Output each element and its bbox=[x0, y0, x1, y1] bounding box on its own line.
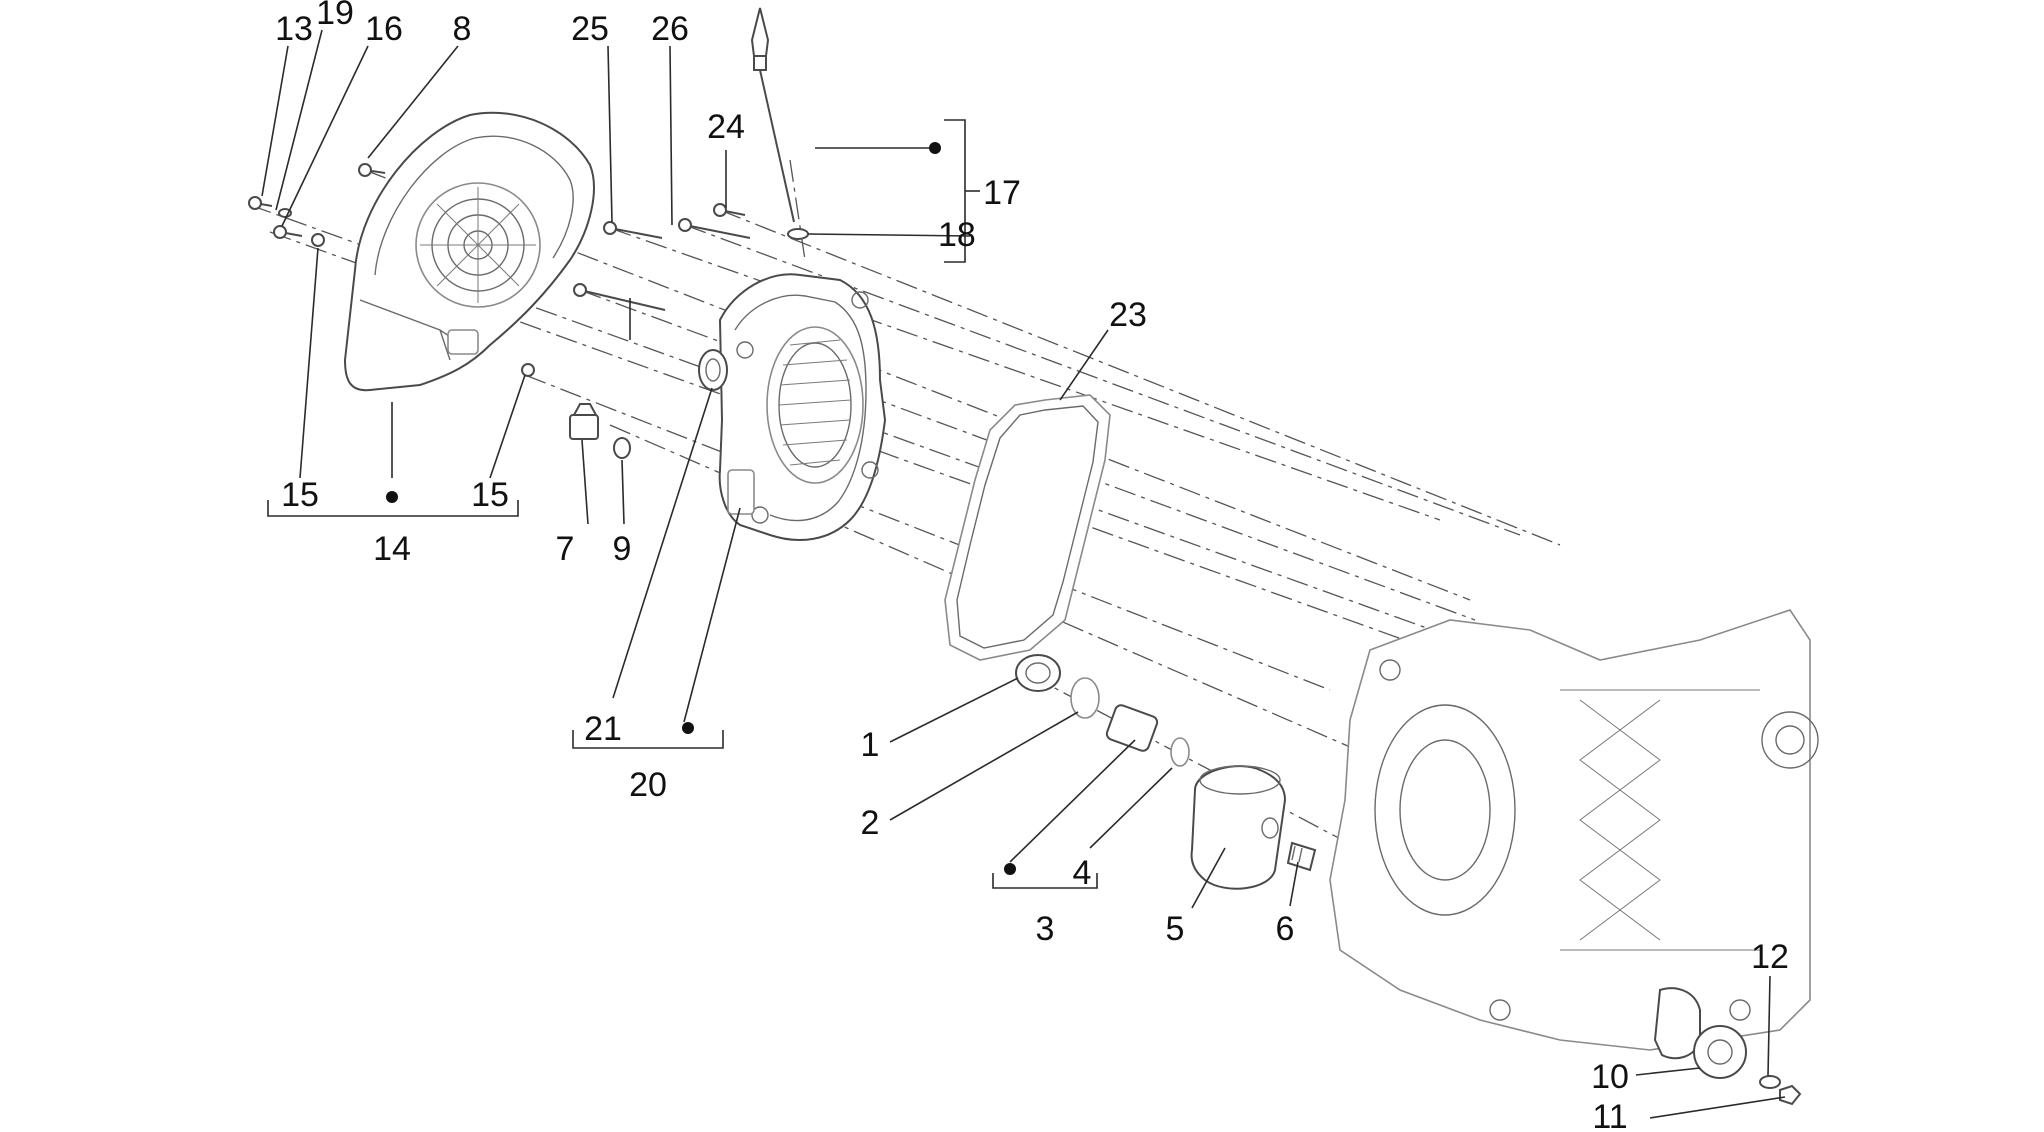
callout-7: 7 bbox=[556, 530, 575, 568]
crankcase bbox=[1329, 609, 1819, 1051]
assembly-dot bbox=[929, 142, 941, 154]
callout-4: 4 bbox=[1073, 854, 1092, 892]
dipstick bbox=[750, 7, 809, 240]
assembly-dot bbox=[682, 722, 694, 734]
sensor-and-washer bbox=[569, 403, 631, 459]
callout-16: 16 bbox=[365, 10, 403, 48]
callout-1: 1 bbox=[861, 726, 880, 764]
callout-3: 3 bbox=[1036, 910, 1055, 948]
callout-21: 21 bbox=[584, 710, 622, 748]
callout-24: 25 bbox=[571, 10, 609, 48]
assembly-dot bbox=[1004, 863, 1016, 875]
callout-13: 13 bbox=[275, 10, 313, 48]
fan-cover bbox=[343, 111, 595, 392]
callout-25: 26 bbox=[651, 10, 689, 48]
callout-11: 11 bbox=[1592, 1098, 1627, 1132]
callout-18: 18 bbox=[938, 216, 976, 254]
callout-5: 5 bbox=[1166, 910, 1185, 948]
oil-filter-assembly bbox=[1015, 654, 1317, 890]
side-cover bbox=[718, 273, 887, 541]
oil-pump-parts bbox=[1653, 987, 1802, 1106]
callout-20: 20 bbox=[629, 766, 667, 804]
callout-8: 8 bbox=[453, 10, 472, 48]
callout-6: 6 bbox=[1276, 910, 1295, 948]
callout-15-left: 15 bbox=[281, 476, 319, 514]
callout-23: 24 bbox=[707, 108, 745, 146]
callout-12: 12 bbox=[1751, 938, 1789, 976]
callout-19: 19 bbox=[316, 0, 354, 32]
gasket bbox=[944, 394, 1111, 661]
assembly-dot bbox=[386, 491, 398, 503]
callout-22: 23 bbox=[1109, 296, 1147, 334]
callout-labels: 13 19 16 8 25 26 24 17 18 23 15 15 14 7 … bbox=[275, 0, 1789, 1132]
callout-15-right: 15 bbox=[471, 476, 509, 514]
callout-9: 9 bbox=[613, 530, 632, 568]
callout-2: 2 bbox=[861, 804, 880, 842]
bolts bbox=[248, 163, 751, 377]
assembly-brackets bbox=[267, 119, 1098, 889]
leader-lines bbox=[261, 29, 1786, 1119]
callout-17: 17 bbox=[983, 174, 1021, 212]
oil-seal bbox=[698, 349, 728, 391]
callout-10: 10 bbox=[1591, 1058, 1629, 1096]
callout-14: 14 bbox=[373, 530, 411, 568]
